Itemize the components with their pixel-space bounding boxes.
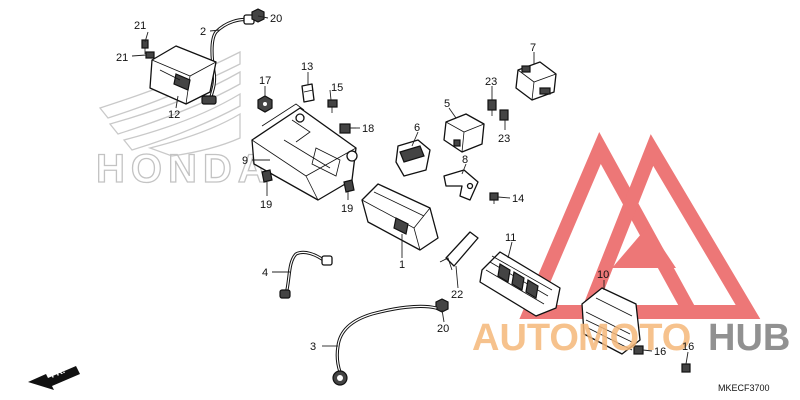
watermark-hub: HUB — [708, 317, 790, 359]
bolt-21b — [145, 51, 155, 59]
honda-wing-logo: HONDA — [95, 50, 273, 192]
bolt-21a — [141, 39, 149, 54]
callout-23b: 23 — [498, 133, 510, 145]
callout-21a: 21 — [134, 20, 146, 32]
bracket-8 — [443, 169, 479, 201]
callout-6: 6 — [414, 122, 420, 134]
nut-17 — [257, 95, 273, 113]
callout-labels: 21 21 2 20 12 17 13 15 18 9 19 19 7 23 2… — [116, 13, 694, 358]
relay-5 — [443, 113, 485, 153]
rubber-boot-6 — [395, 139, 431, 177]
clip-13 — [301, 83, 315, 103]
callout-16b: 16 — [682, 341, 694, 353]
fuse-box-1 — [361, 183, 439, 251]
bolt-15 — [327, 99, 338, 113]
callout-21b: 21 — [116, 52, 128, 64]
clip-22 — [439, 231, 479, 271]
ground-cable-4 — [279, 250, 333, 299]
clip-19b — [343, 179, 355, 193]
front-direction-indicator: FR. — [28, 365, 80, 390]
callout-3: 3 — [310, 341, 316, 353]
callout-19b: 19 — [341, 203, 353, 215]
callout-15: 15 — [331, 82, 343, 94]
bolt-16b — [681, 363, 691, 373]
connector-7 — [515, 61, 557, 101]
callout-22: 22 — [451, 289, 463, 301]
watermark-text: AUTO MOTO HUB — [472, 317, 790, 359]
callout-14: 14 — [512, 193, 524, 205]
watermark-auto: AUTO — [472, 317, 579, 359]
callout-12: 12 — [168, 109, 180, 121]
diagram-code: MKECF3700 — [718, 383, 770, 393]
callout-13: 13 — [301, 61, 313, 73]
watermark-moto: MOTO — [578, 317, 691, 359]
callout-1: 1 — [399, 259, 405, 271]
regulator-11 — [479, 251, 561, 317]
clip-19a — [261, 169, 273, 183]
callout-5: 5 — [444, 98, 450, 110]
callout-8: 8 — [462, 154, 468, 166]
honda-logo-text: HONDA — [96, 147, 273, 191]
callout-23a: 23 — [485, 76, 497, 88]
callout-9: 9 — [242, 155, 248, 167]
bolt-18 — [339, 123, 356, 134]
callout-4: 4 — [262, 267, 268, 279]
nut-20a — [251, 8, 265, 23]
callout-7: 7 — [530, 42, 536, 54]
leader-lines — [131, 15, 689, 365]
terminal-23a — [487, 99, 497, 116]
callout-2: 2 — [200, 26, 206, 38]
battery-cover-12 — [149, 45, 217, 105]
battery-cable-3 — [332, 304, 438, 386]
callout-20a: 20 — [270, 13, 282, 25]
regulator-10 — [581, 287, 641, 355]
terminal-23b — [499, 109, 509, 121]
watermark-triangle — [519, 132, 761, 319]
callout-18: 18 — [362, 123, 374, 135]
callout-19a: 19 — [260, 199, 272, 211]
callout-20b: 20 — [437, 323, 449, 335]
callout-17: 17 — [259, 75, 271, 87]
callout-16a: 16 — [654, 346, 666, 358]
callout-11: 11 — [505, 232, 516, 244]
callout-10: 10 — [597, 269, 609, 281]
bolt-14 — [489, 192, 499, 204]
